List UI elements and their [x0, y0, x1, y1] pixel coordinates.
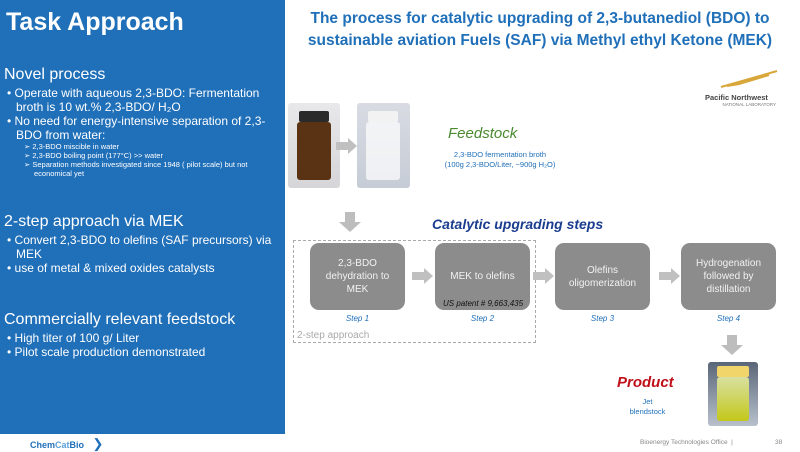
two-step-label: 2-step approach	[297, 330, 370, 341]
arrow-right-icon	[412, 268, 433, 284]
sub-bullet: 2,3-BDO miscible in water	[4, 142, 284, 151]
sub-bullet: 2,3-BDO boiling point (177°C) >> water	[4, 151, 284, 160]
bullet: Convert 2,3-BDO to olefins (SAF precurso…	[4, 233, 284, 261]
patent-number: US patent # 9,663,435	[443, 299, 524, 308]
pnnl-logo-icon	[720, 70, 778, 88]
feedstock-description: 2,3-BDO fermentation broth (100g 2,3-BDO…	[410, 150, 590, 170]
product-description: Jet blendstock	[615, 397, 680, 417]
steps-heading: Catalytic upgrading steps	[432, 216, 604, 232]
logo-subtitle: NATIONAL LABORATORY	[722, 102, 776, 107]
arrow-right-icon	[533, 268, 554, 284]
section-feedstock: Commercially relevant feedstock High tit…	[4, 311, 284, 359]
bullet: Pilot scale production demonstrated	[4, 345, 284, 359]
chevron-right-icon: ❯	[92, 436, 104, 451]
step-3-label: Step 3	[590, 314, 615, 323]
pnnl-logo: Pacific Northwest NATIONAL LABORATORY	[705, 70, 780, 107]
section-heading: Commercially relevant feedstock	[4, 311, 236, 328]
panel-title: Task Approach	[6, 8, 184, 36]
brand-part: Cat	[55, 440, 70, 450]
logo-name: Pacific Northwest	[705, 93, 768, 102]
slide-title: The process for catalytic upgrading of 2…	[307, 10, 773, 49]
feedstock-jar-image	[288, 103, 340, 188]
step-2-box: MEK to olefins	[435, 243, 530, 310]
step-2-label: Step 2	[470, 314, 495, 323]
section-novel-process: Novel process Operate with aqueous 2,3-B…	[4, 66, 284, 178]
arrow-down-icon	[339, 212, 361, 232]
step-1-box: 2,3-BDO dehydration to MEK	[310, 243, 405, 310]
section-two-step: 2-step approach via MEK Convert 2,3-BDO …	[4, 213, 284, 275]
product-line1: Jet	[642, 397, 653, 406]
left-panel: Task Approach Novel process Operate with…	[0, 0, 285, 434]
brand-part: Chem	[30, 440, 56, 450]
product-label: Product	[617, 374, 674, 391]
sub-bullet: Separation methods investigated since 19…	[4, 160, 284, 178]
step-1-label: Step 1	[345, 314, 370, 323]
jet-fuel-jar-image	[708, 362, 758, 426]
section-heading: Novel process	[4, 66, 106, 83]
feedstock-line2: (100g 2,3-BDO/Liter, ~900g H₂O)	[444, 160, 556, 169]
office-name: Bioenergy Technologies Office |	[640, 439, 733, 446]
arrow-down-icon	[721, 335, 743, 355]
step-3-box: Olefins oligomerization	[555, 243, 650, 310]
separated-jar-image	[357, 103, 410, 188]
two-step-box: 2-step approach	[293, 240, 536, 343]
product-line2: blendstock	[629, 407, 666, 416]
bullet: use of metal & mixed oxides catalysts	[4, 261, 284, 275]
feedstock-line1: 2,3-BDO fermentation broth	[453, 150, 547, 159]
arrow-right-icon	[336, 138, 357, 154]
bullet: Operate with aqueous 2,3-BDO: Fermentati…	[4, 86, 284, 114]
chemcatbio-logo: ChemCatBio ❯	[30, 436, 103, 452]
page-number: 38	[775, 439, 783, 446]
step-4-box: Hydrogenation followed by distillation	[681, 243, 776, 310]
bullet: No need for energy-intensive separation …	[4, 114, 284, 142]
step-4-label: Step 4	[716, 314, 741, 323]
brand-part: Bio	[69, 440, 85, 450]
bullet: High titer of 100 g/ Liter	[4, 331, 284, 345]
section-heading: 2-step approach via MEK	[4, 213, 184, 230]
feedstock-label: Feedstock	[448, 125, 518, 142]
arrow-right-icon	[659, 268, 680, 284]
